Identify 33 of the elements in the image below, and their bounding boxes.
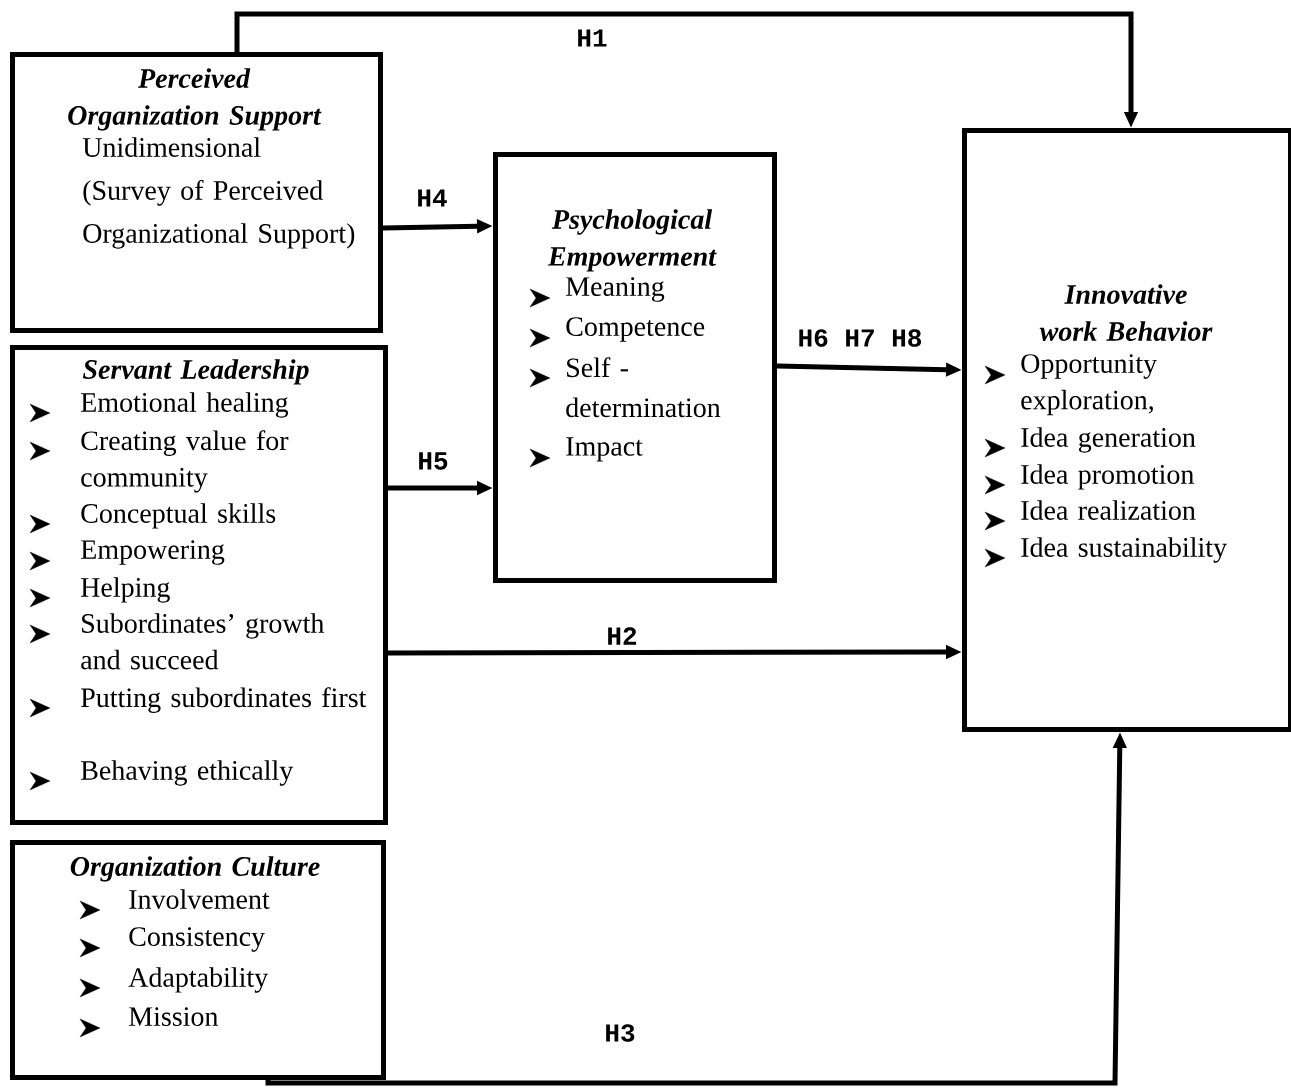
list-item: Subordinates’ growth and succeed <box>81 613 324 670</box>
list-item: Competence <box>566 317 705 342</box>
list-item: Self - determination <box>566 357 721 418</box>
list-item: Idea sustainability <box>1021 537 1227 563</box>
list-item: Putting subordinates first <box>81 687 367 713</box>
heading: Servant Leadership <box>82 359 309 385</box>
list-item: Conceptual skills <box>81 503 276 529</box>
list-item: Unidimensional (Survey of Perceived Organizational Support) <box>82 137 355 249</box>
list-item: Helping <box>81 577 170 603</box>
list-item: Creating value for community <box>81 430 289 493</box>
heading: Psychological Empowerment <box>547 209 717 272</box>
list-item: Emotional healing <box>81 392 289 418</box>
edge-label: H3 <box>603 1023 637 1043</box>
edge-label: H5 <box>416 451 450 471</box>
list-item: Idea promotion <box>1021 464 1194 490</box>
edge-label: H4 <box>415 188 449 208</box>
list-item: Idea generation <box>1021 427 1196 453</box>
list-item: Behaving ethically <box>81 760 294 786</box>
list-item: Impact <box>566 437 643 462</box>
list-item: Involvement <box>129 889 270 909</box>
heading: Innovative work Behavior <box>1039 284 1213 341</box>
list-item: Meaning <box>566 277 665 302</box>
list-item: Empowering <box>81 540 225 565</box>
edge-label: H1 <box>575 28 609 48</box>
heading: Perceived Organization Support <box>68 68 322 131</box>
edge-label: H2 <box>605 626 639 646</box>
list-item: Consistency <box>129 927 265 952</box>
list-item: Adaptability <box>128 967 269 993</box>
list-item: Idea realization <box>1021 500 1196 520</box>
list-item: Opportunity exploration, <box>1021 354 1157 416</box>
list-item: Mission <box>129 1007 218 1026</box>
edge-label: H6 H7 H8 <box>796 328 924 348</box>
heading: Organization Culture <box>70 856 320 882</box>
